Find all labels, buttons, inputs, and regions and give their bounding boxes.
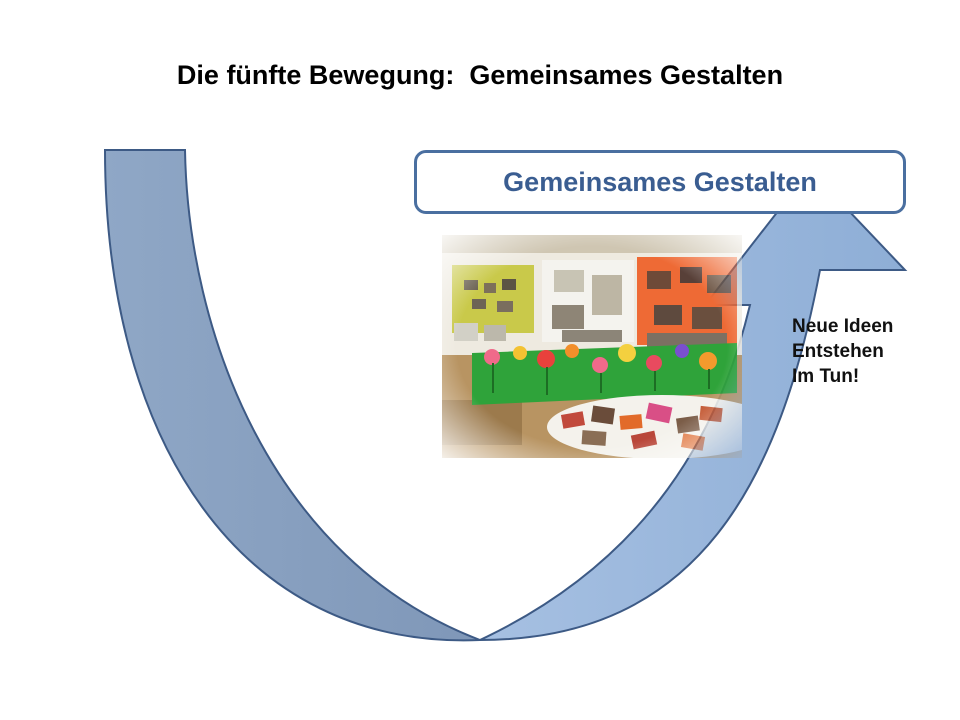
u-arrow-left-band [103, 149, 481, 642]
slide-title: Die fünfte Bewegung: Gemeinsames Gestalt… [176, 60, 784, 90]
exhibition-photo [442, 235, 742, 458]
caption-line-2: Entstehen [792, 341, 884, 362]
u-arrow-right-band [479, 168, 908, 641]
caption-line-1: Neue Ideen [792, 316, 894, 337]
caption-text: Neue Ideen Entstehen Im Tun! [792, 314, 893, 389]
heading-box: Gemeinsames Gestalten [414, 150, 906, 214]
caption-line-3: Im Tun! [792, 366, 860, 387]
